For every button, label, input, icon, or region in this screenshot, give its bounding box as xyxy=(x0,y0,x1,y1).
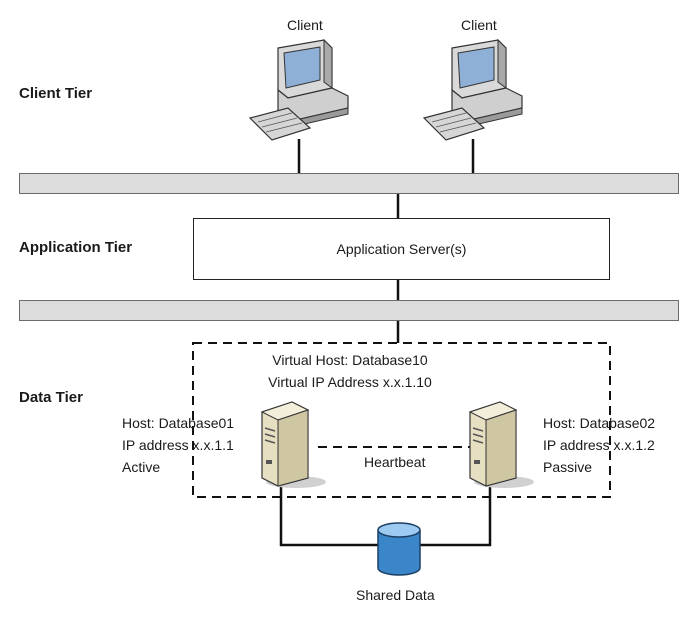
tier-label-client: Client Tier xyxy=(19,85,93,102)
client-network-bar xyxy=(19,173,679,194)
tier-label-data: Data Tier xyxy=(19,389,83,406)
tier-label-application: Application Tier xyxy=(19,239,133,256)
server-tower-icon xyxy=(260,401,326,488)
host2-ip: IP address x.x.1.2 xyxy=(543,437,655,453)
heartbeat-label: Heartbeat xyxy=(362,452,428,472)
application-server-label: Application Server(s) xyxy=(336,241,467,257)
server1-storage-line xyxy=(279,485,378,547)
database-cylinder-icon xyxy=(377,522,421,576)
server2-storage-line xyxy=(420,485,492,547)
host1-name: Host: Database01 xyxy=(122,415,235,431)
server-tower-icon xyxy=(468,401,534,488)
virtual-host-boundary xyxy=(192,342,611,498)
host1-ip: IP address x.x.1.1 xyxy=(122,437,234,453)
data-network-bar xyxy=(19,300,679,321)
host1-status: Active xyxy=(122,459,161,475)
virtual-host-name: Virtual Host: Database10 xyxy=(272,352,428,368)
virtual-ip-address: Virtual IP Address x.x.1.10 xyxy=(268,374,432,390)
host2-name: Host: Database02 xyxy=(543,415,656,431)
host2-status: Passive xyxy=(543,459,593,475)
application-server-box: Application Server(s) xyxy=(193,218,610,280)
client-label-1: Client xyxy=(287,17,323,33)
shared-data-label: Shared Data xyxy=(356,587,435,603)
client-label-2: Client xyxy=(461,17,497,33)
desktop-computer-icon xyxy=(422,38,523,141)
desktop-computer-icon xyxy=(248,38,349,141)
